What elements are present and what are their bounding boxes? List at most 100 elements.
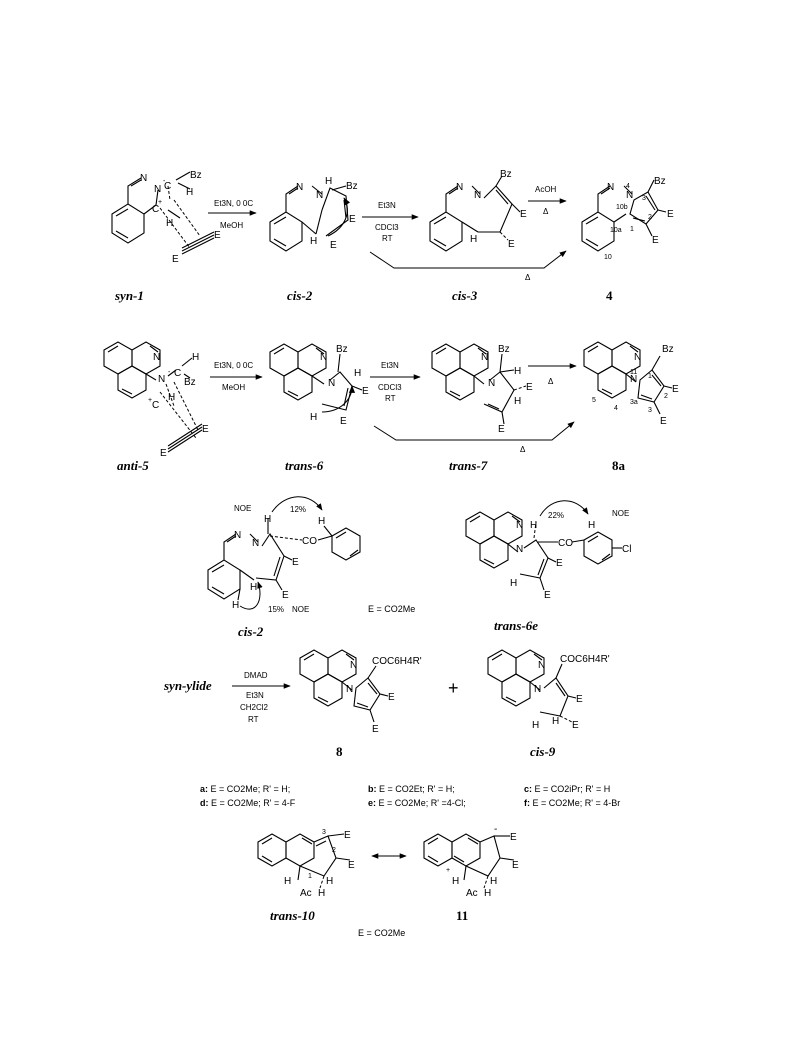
- arrow3-bottom: Δ: [548, 377, 554, 386]
- atom-h2: H: [514, 396, 521, 407]
- num-4: 4: [626, 183, 630, 190]
- atom-h3: H: [318, 888, 325, 899]
- num-5: 5: [592, 397, 596, 404]
- co-group: CO: [302, 536, 317, 547]
- atom-h-aryl: H: [232, 600, 239, 611]
- plus-sign: +: [448, 678, 459, 698]
- atom-e1: E: [349, 214, 356, 225]
- variant-d: d: E = CO2Me; R' = 4-F: [200, 798, 296, 808]
- noe-trans-6e: NOE 22% H H N N CO Cl E E H trans-6e: [465, 500, 631, 633]
- arrow2-mid: CDCl3: [375, 223, 399, 232]
- noe-cis-2: NOE 12% H H N N CO E E H H 15% NOE cis-2: [207, 496, 361, 639]
- atom-e1: E: [388, 692, 395, 703]
- arrow2-top: Et3N: [381, 361, 399, 370]
- noe-pct-bottom: 15%: [268, 605, 284, 614]
- atom-h: H: [452, 876, 459, 887]
- atom-c-minus: C: [164, 181, 171, 192]
- atom-h2: H: [552, 716, 559, 727]
- label-trans-10: trans-10: [270, 908, 315, 923]
- label-trans-6e: trans-6e: [494, 618, 538, 633]
- atom-h: H: [192, 352, 199, 363]
- atom-bz: Bz: [336, 344, 348, 355]
- num-10b: 10b: [616, 204, 628, 211]
- atom-h3: H: [484, 888, 491, 899]
- atom-h: H: [354, 368, 361, 379]
- atom-e2: E: [512, 860, 519, 871]
- charge-minus: -: [168, 369, 171, 376]
- atom-n2: N: [474, 190, 481, 201]
- atom-h2: H: [310, 412, 317, 423]
- atom-bz: Bz: [500, 169, 512, 180]
- atom-bz: Bz: [184, 377, 196, 388]
- atom-bz: Bz: [662, 344, 674, 355]
- acyl-group: COC6H4R': [560, 654, 610, 665]
- atom-cl: Cl: [622, 544, 631, 555]
- label-anti-5: anti-5: [117, 458, 149, 473]
- atom-h2: H: [168, 392, 175, 403]
- num-1: 1: [308, 873, 312, 880]
- atom-n: N: [234, 530, 241, 541]
- compound-cis-9: N N COC6H4R' E E H H cis-9: [487, 649, 610, 759]
- arrow1-top: Et3N, 0 0C: [214, 361, 253, 370]
- atom-e1: E: [214, 230, 221, 241]
- num-1: 1: [630, 226, 634, 233]
- atom-e1: E: [202, 424, 209, 435]
- atom-e1: E: [292, 557, 299, 568]
- atom-n: N: [634, 352, 641, 363]
- num-3: 3: [322, 829, 326, 836]
- charge-minus: -: [494, 824, 497, 835]
- loop-label: Δ: [525, 273, 531, 282]
- co-group: CO: [558, 538, 573, 549]
- atom-h2: H: [490, 876, 497, 887]
- atom-h-phenyl: H: [318, 516, 325, 527]
- atom-n: N: [456, 182, 463, 193]
- loop-label: Δ: [520, 445, 526, 454]
- label-cis-9: cis-9: [530, 744, 556, 759]
- reagent-solvent: CH2Cl2: [240, 703, 269, 712]
- atom-h-top: H: [264, 514, 271, 525]
- compound-trans-6: N N Bz H E E H: [269, 343, 369, 427]
- compound-trans-10: E E 3 2 1 H H Ac H trans-10: [257, 829, 355, 923]
- acyl-group: COC6H4R': [372, 656, 422, 667]
- atom-e1: E: [672, 384, 679, 395]
- atom-e1: E: [556, 558, 563, 569]
- e-definition-bottom: E = CO2Me: [358, 928, 405, 938]
- arrow-row2-step-2: Et3N CDCl3 RT: [370, 361, 421, 403]
- atom-h: H: [514, 366, 521, 377]
- atom-e2: E: [372, 724, 379, 735]
- variant-e: e: E = CO2Me; R' =4-Cl;: [368, 798, 466, 808]
- num-2: 2: [332, 847, 336, 854]
- atom-e1: E: [344, 830, 351, 841]
- arrow2-bottom: RT: [385, 394, 396, 403]
- label-4: 4: [606, 288, 613, 303]
- atom-e1: E: [526, 382, 533, 393]
- variant-c: c: E = CO2iPr; R' = H: [524, 784, 610, 794]
- atom-e1: E: [362, 386, 369, 397]
- atom-ac: Ac: [300, 888, 312, 899]
- arrow1-top: Et3N, 0 0C: [214, 199, 253, 208]
- atom-n: N: [538, 660, 545, 671]
- compound-4: N N Bz E E 4 3 2 1 10b 10a 10: [581, 176, 674, 261]
- arrow-step-1: Et3N, 0 0C MeOH: [208, 199, 257, 230]
- atom-e2: E: [160, 448, 167, 459]
- atom-n: N: [350, 660, 357, 671]
- atom-ac: Ac: [466, 888, 478, 899]
- atom-n: N: [320, 352, 327, 363]
- atom-c: C: [174, 368, 181, 379]
- atom-n2: N: [534, 684, 541, 695]
- atom-e1: E: [520, 209, 527, 220]
- arrow3-top: AcOH: [535, 185, 557, 194]
- atom-bz: Bz: [346, 181, 358, 192]
- compound-cis-3: N N Bz E E H: [429, 169, 527, 252]
- atom-h2: H: [326, 876, 333, 887]
- arrow1-bottom: MeOH: [222, 383, 245, 392]
- atom-n2: N: [626, 190, 633, 201]
- arrow-step-2: Et3N CDCl3 RT: [362, 201, 419, 243]
- atom-n1: N: [140, 173, 147, 184]
- atom-h: H: [186, 187, 193, 198]
- atom-n: N: [607, 182, 614, 193]
- compound-cis-2: N N H Bz E E H: [269, 176, 358, 252]
- atom-n2: N: [316, 190, 323, 201]
- atom-bz: Bz: [498, 344, 510, 355]
- compound-anti-5: N N - C H Bz + C H E E: [103, 341, 209, 459]
